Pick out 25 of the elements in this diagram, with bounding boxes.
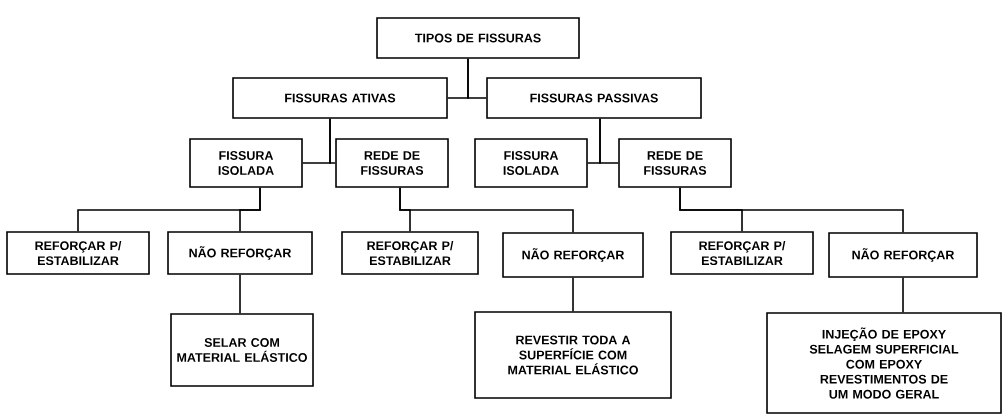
box: FISSURAS PASSIVAS — [486, 77, 702, 119]
connector-line — [239, 187, 261, 232]
box: REDE DE FISSURAS — [335, 138, 449, 188]
connector-line — [467, 58, 487, 99]
box: NÃO REFORÇAR — [167, 231, 313, 275]
box: FISSURA ISOLADA — [189, 138, 303, 188]
box: TIPOS DE FISSURAS — [376, 17, 580, 59]
box: INJEÇÃO DE EPOXY SELAGEM SUPERFICIAL COM EPOXY REVESTIMENTOS DE UM MODO GERAL — [766, 312, 1002, 414]
connector-line — [599, 118, 619, 164]
connector-line — [329, 118, 336, 164]
box: NÃO REFORÇAR — [828, 232, 978, 278]
box: REDE DE FISSURAS — [618, 138, 732, 188]
box: NÃO REFORÇAR — [502, 232, 644, 278]
box: REFORÇAR P/ ESTABILIZAR — [341, 231, 479, 275]
connector-line — [902, 277, 904, 313]
box: REFORÇAR P/ ESTABILIZAR — [670, 231, 814, 275]
box: FISSURAS ATIVAS — [232, 77, 448, 119]
connector-line — [399, 187, 574, 233]
connector-line — [572, 277, 574, 312]
box: REFORÇAR P/ ESTABILIZAR — [6, 231, 150, 275]
connector-line — [679, 187, 904, 233]
box: FISSURA ISOLADA — [474, 138, 588, 188]
box: REVESTIR TODA A SUPERFÍCIE COM MATERIAL ELÁSTICO — [474, 311, 672, 399]
connector-line — [239, 274, 241, 314]
box: SELAR COM MATERIAL ELÁSTICO — [170, 313, 314, 387]
